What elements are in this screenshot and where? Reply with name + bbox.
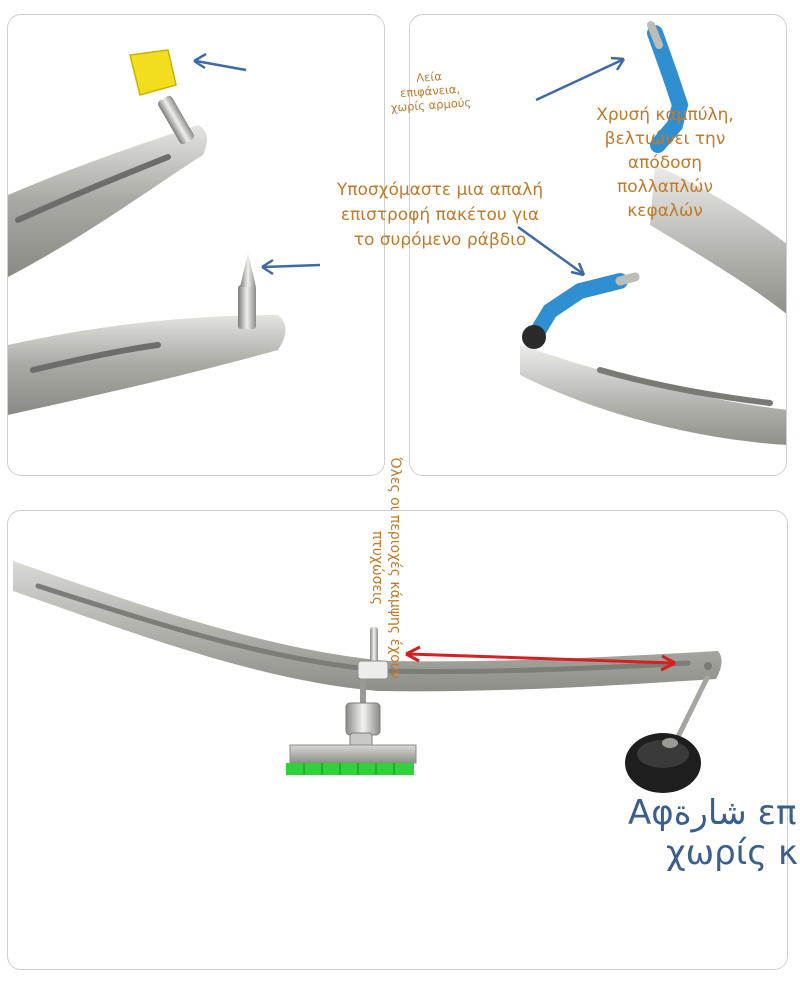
lower-right-bar <box>520 345 786 445</box>
bullet-tip <box>240 253 256 287</box>
upper-bar <box>8 125 207 277</box>
panel-top-left <box>7 14 385 476</box>
lower-right-slot <box>597 367 773 406</box>
caption-smooth-surface: Λεία επιφάνεια, χωρίς αρμούς <box>387 67 474 115</box>
bent-tips-illustration <box>517 21 786 445</box>
arrow-icon <box>261 258 321 276</box>
arrow-icon <box>517 225 586 277</box>
arrow-icon <box>193 52 247 72</box>
upper-pin <box>158 95 194 145</box>
caption-golden-curve: Χρυσή καμπύλη, βελτιώνει την απόδοση πολ… <box>590 103 740 223</box>
double-arrow-icon <box>405 645 676 672</box>
yellow-tip <box>129 49 177 96</box>
caption-smooth-surface-text: Λεία επιφάνεια, χωρίς αρμούς <box>390 69 472 115</box>
lower-bar-slot <box>30 342 161 373</box>
caption-overflow-line1: Αφشارة επ <box>628 793 797 833</box>
arrow-icon <box>535 56 626 102</box>
puller-bar <box>289 744 417 764</box>
caption-gentle-return-text: Υποσχόμαστε μια απαλή επιστροφή πακέτου … <box>336 180 544 250</box>
connector-knuckle <box>345 702 381 736</box>
lower-pin <box>238 285 256 329</box>
caption-folded-edges-text: Όλες οι περιοχές κάμψης έχουν πτυχώσεις <box>369 457 403 679</box>
caption-gentle-return: Υποσχόμαστε μια απαλή επιστροφή πακέτου … <box>330 178 550 253</box>
green-pad <box>286 763 414 775</box>
upper-bar-slot <box>15 154 171 223</box>
support-leg <box>673 674 711 743</box>
slider-block <box>357 660 389 680</box>
tip-bars-illustration <box>8 49 321 415</box>
panel-bottom <box>7 510 788 970</box>
caption-overflow-line2: χωρίς κ <box>666 833 798 873</box>
lower-blue-tip <box>530 273 628 339</box>
caption-folded-edges: Όλες οι περιοχές κάμψης έχουν πτυχώσεις <box>368 448 404 688</box>
caption-overflow: Αφشارة επ χωρίς κ <box>628 793 800 873</box>
upper-right-bar <box>650 165 786 314</box>
slider-pin <box>370 627 378 667</box>
upper-blue-tip <box>647 25 689 153</box>
panel-top-right <box>409 14 787 476</box>
slide-bar-illustration <box>13 561 722 793</box>
lower-bar <box>8 315 286 415</box>
caption-golden-curve-text: Χρυσή καμπύλη, βελτιώνει την απόδοση πολ… <box>596 105 734 221</box>
